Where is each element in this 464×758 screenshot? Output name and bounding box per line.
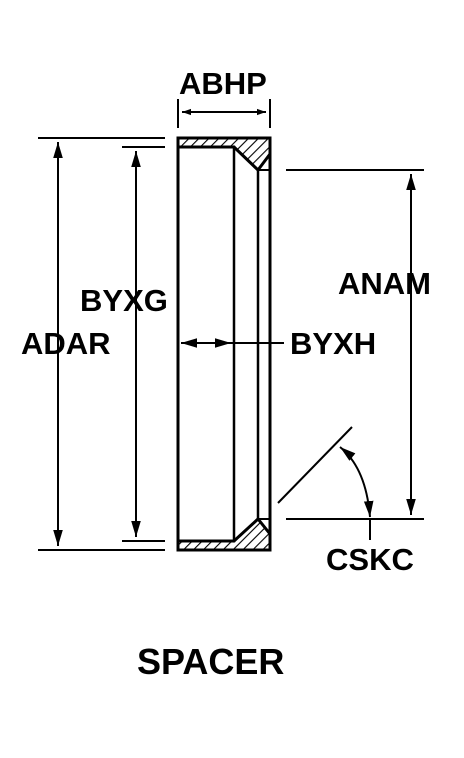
abhp-dimension xyxy=(177,99,271,128)
cskc-label: CSKC xyxy=(326,542,414,577)
top-hatched-section xyxy=(176,136,272,173)
byxg-dimension xyxy=(122,146,165,542)
abhp-label: ABHP xyxy=(179,66,267,101)
byxh-label: BYXH xyxy=(290,326,377,361)
anam-label: ANAM xyxy=(338,266,431,301)
anam-dimension xyxy=(286,169,424,520)
byxg-label: BYXG xyxy=(80,283,168,318)
cskc-dimension xyxy=(277,426,374,540)
diagram-title: SPACER xyxy=(137,641,285,682)
adar-dimension xyxy=(38,137,165,551)
bottom-hatched-section xyxy=(176,516,272,552)
adar-label: ADAR xyxy=(21,326,111,361)
